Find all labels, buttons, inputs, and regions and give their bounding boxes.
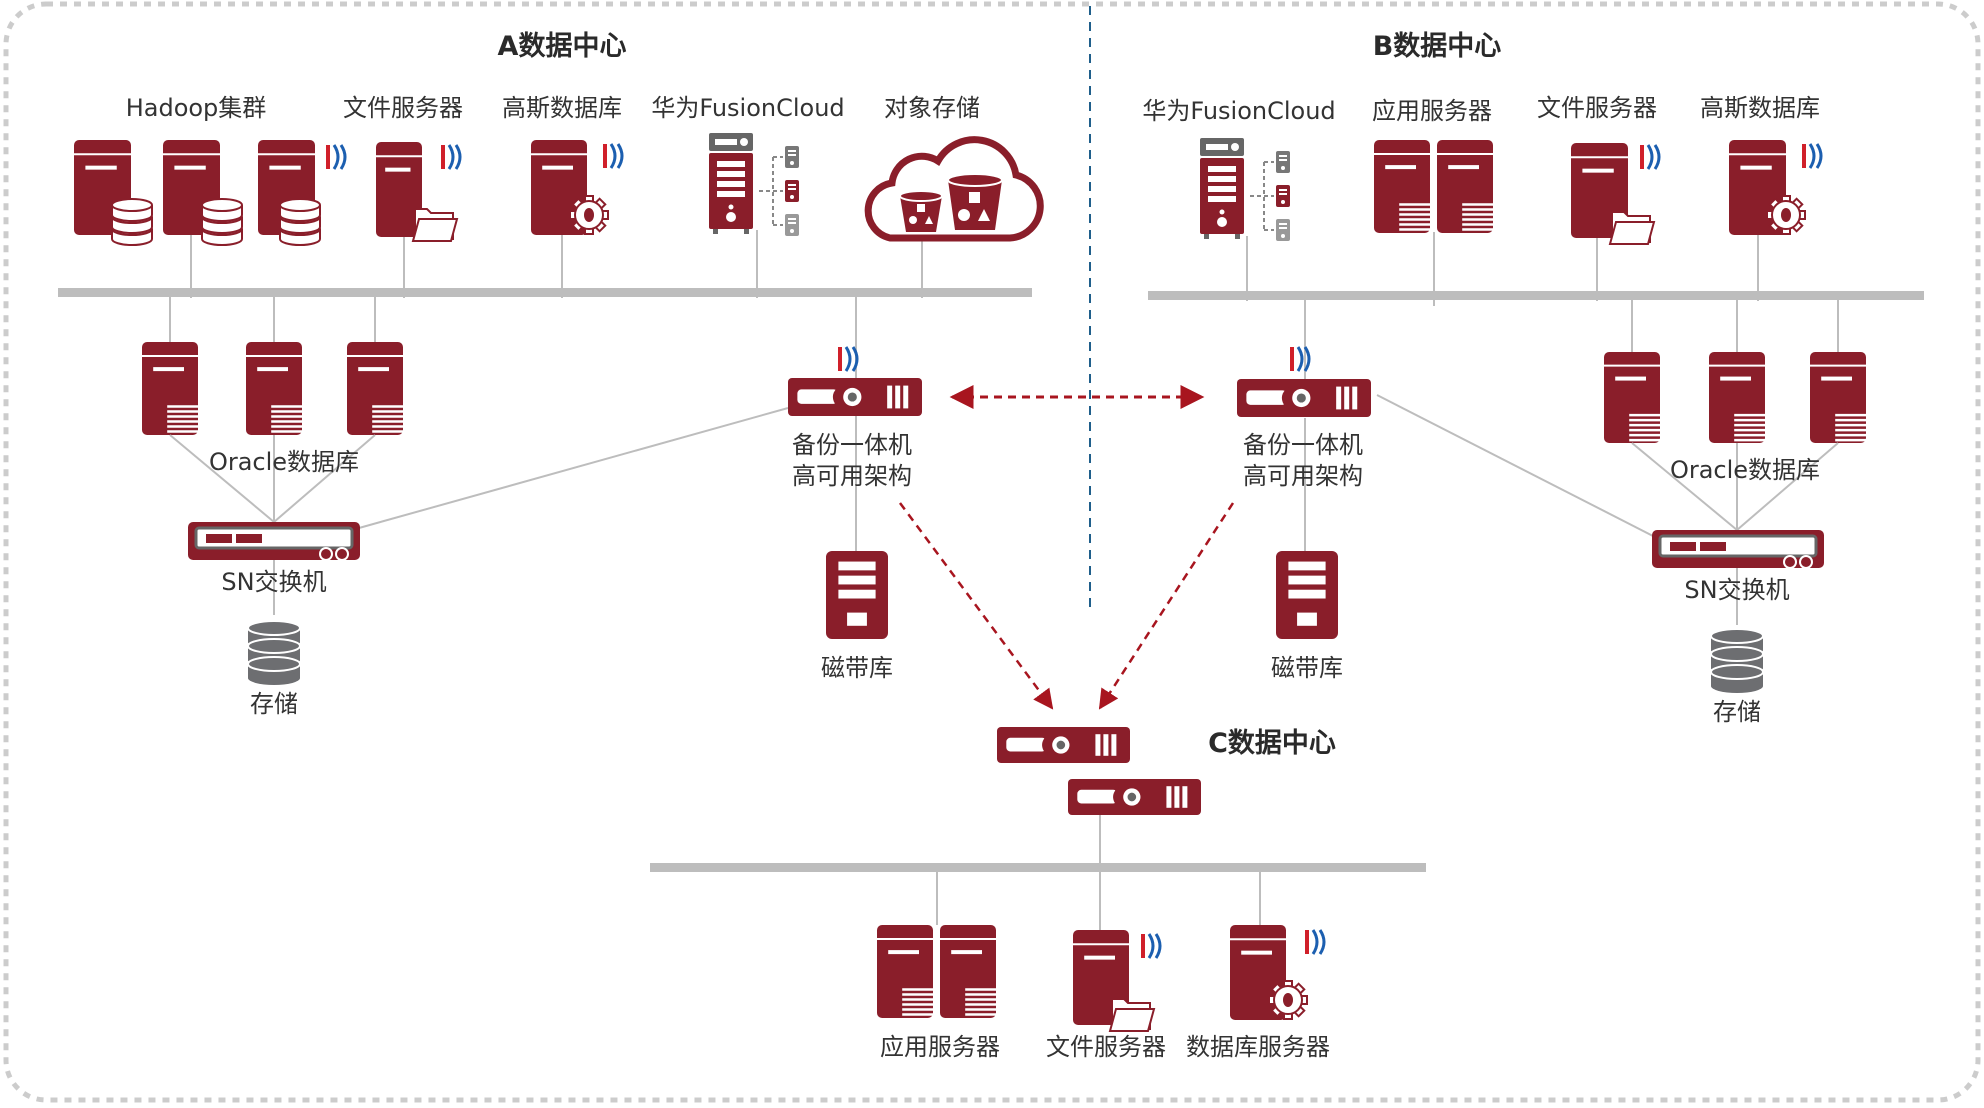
tape-library-icon	[826, 551, 888, 639]
label-a-object-storage: 对象存储	[884, 94, 980, 122]
hadoop-server-icon	[163, 140, 243, 246]
label-c-app-server: 应用服务器	[880, 1033, 1000, 1061]
label-a-backup-line2: 高可用架构	[792, 462, 912, 490]
label-c-database-server: 数据库服务器	[1186, 1033, 1330, 1061]
c-bottom-connectors	[936, 870, 1261, 932]
oracle-server-icon	[1709, 352, 1765, 443]
a-oracle-links	[169, 407, 789, 615]
datacenter-c-title: C数据中心	[1208, 728, 1336, 759]
gauss-database-server-icon	[531, 140, 624, 235]
tape-library-icon	[1276, 551, 1338, 639]
backup-appliance-icon	[1237, 379, 1371, 417]
label-a-storage: 存储	[250, 690, 298, 718]
datacenter-b-title: B数据中心	[1373, 31, 1502, 62]
object-storage-cloud-icon	[864, 136, 1044, 242]
fusioncloud-icon	[709, 133, 799, 236]
oracle-server-icon	[1810, 352, 1866, 443]
label-a-fusioncloud: 华为FusionCloud	[651, 94, 844, 122]
label-a-gauss-db: 高斯数据库	[502, 94, 622, 122]
app-server-icon	[877, 925, 933, 1018]
label-b-tape-library: 磁带库	[1271, 654, 1343, 682]
database-server-icon	[1230, 925, 1326, 1020]
backup-appliance-icon	[1068, 779, 1201, 815]
label-b-oracle-db: Oracle数据库	[1670, 456, 1820, 484]
gauss-database-server-icon	[1729, 140, 1823, 235]
fusioncloud-icon	[1200, 138, 1290, 241]
label-b-backup-line2: 高可用架构	[1243, 462, 1363, 490]
backup-appliance-icon	[997, 727, 1130, 763]
datacenter-b-network-bus	[1148, 291, 1924, 300]
label-b-backup-line1: 备份一体机	[1243, 431, 1363, 459]
oracle-server-icon	[1604, 352, 1660, 443]
storage-icon	[247, 620, 301, 685]
backup-appliance-icon	[788, 378, 922, 416]
oracle-server-icon	[347, 342, 403, 435]
signal-icon	[838, 346, 859, 372]
app-server-icon	[1374, 140, 1430, 233]
label-b-fusioncloud: 华为FusionCloud	[1142, 97, 1335, 125]
b-to-c-replication-arrow	[1098, 502, 1235, 710]
sn-switch-icon	[1652, 530, 1824, 569]
label-a-file-server: 文件服务器	[343, 94, 463, 122]
b-oracle-links	[1376, 394, 1839, 625]
label-a-backup-line1: 备份一体机	[792, 431, 912, 459]
b-top-connectors	[1246, 232, 1759, 306]
label-a-oracle-db: Oracle数据库	[209, 448, 359, 476]
app-server-icon	[940, 925, 996, 1018]
oracle-server-icon	[246, 342, 302, 435]
signal-icon	[1290, 346, 1311, 372]
label-a-sn-switch: SN交换机	[221, 568, 326, 596]
datacenter-a-network-bus	[58, 288, 1032, 297]
file-server-icon	[1073, 930, 1162, 1032]
app-server-icon	[1437, 140, 1493, 233]
datacenter-c-network-bus	[650, 863, 1426, 872]
label-b-sn-switch: SN交换机	[1684, 576, 1789, 604]
a-to-c-replication-arrow	[898, 502, 1054, 710]
label-b-file-server: 文件服务器	[1537, 94, 1657, 122]
file-server-icon	[1571, 143, 1661, 245]
sn-switch-icon	[188, 522, 360, 561]
label-b-storage: 存储	[1713, 698, 1761, 726]
datacenter-a-title: A数据中心	[498, 31, 627, 62]
label-b-app-server: 应用服务器	[1372, 97, 1492, 125]
hadoop-server-icon	[74, 140, 153, 246]
oracle-server-icon	[142, 342, 198, 435]
file-server-icon	[376, 142, 462, 242]
hadoop-server-icon	[258, 140, 347, 246]
label-c-file-server: 文件服务器	[1046, 1033, 1166, 1061]
storage-icon	[1710, 628, 1764, 693]
b-bottom-connectors	[1304, 300, 1839, 555]
outer-border	[3, 1, 1981, 1103]
label-b-gauss-db: 高斯数据库	[1700, 94, 1820, 122]
label-hadoop-cluster: Hadoop集群	[126, 94, 267, 122]
label-a-tape-library: 磁带库	[821, 654, 893, 682]
